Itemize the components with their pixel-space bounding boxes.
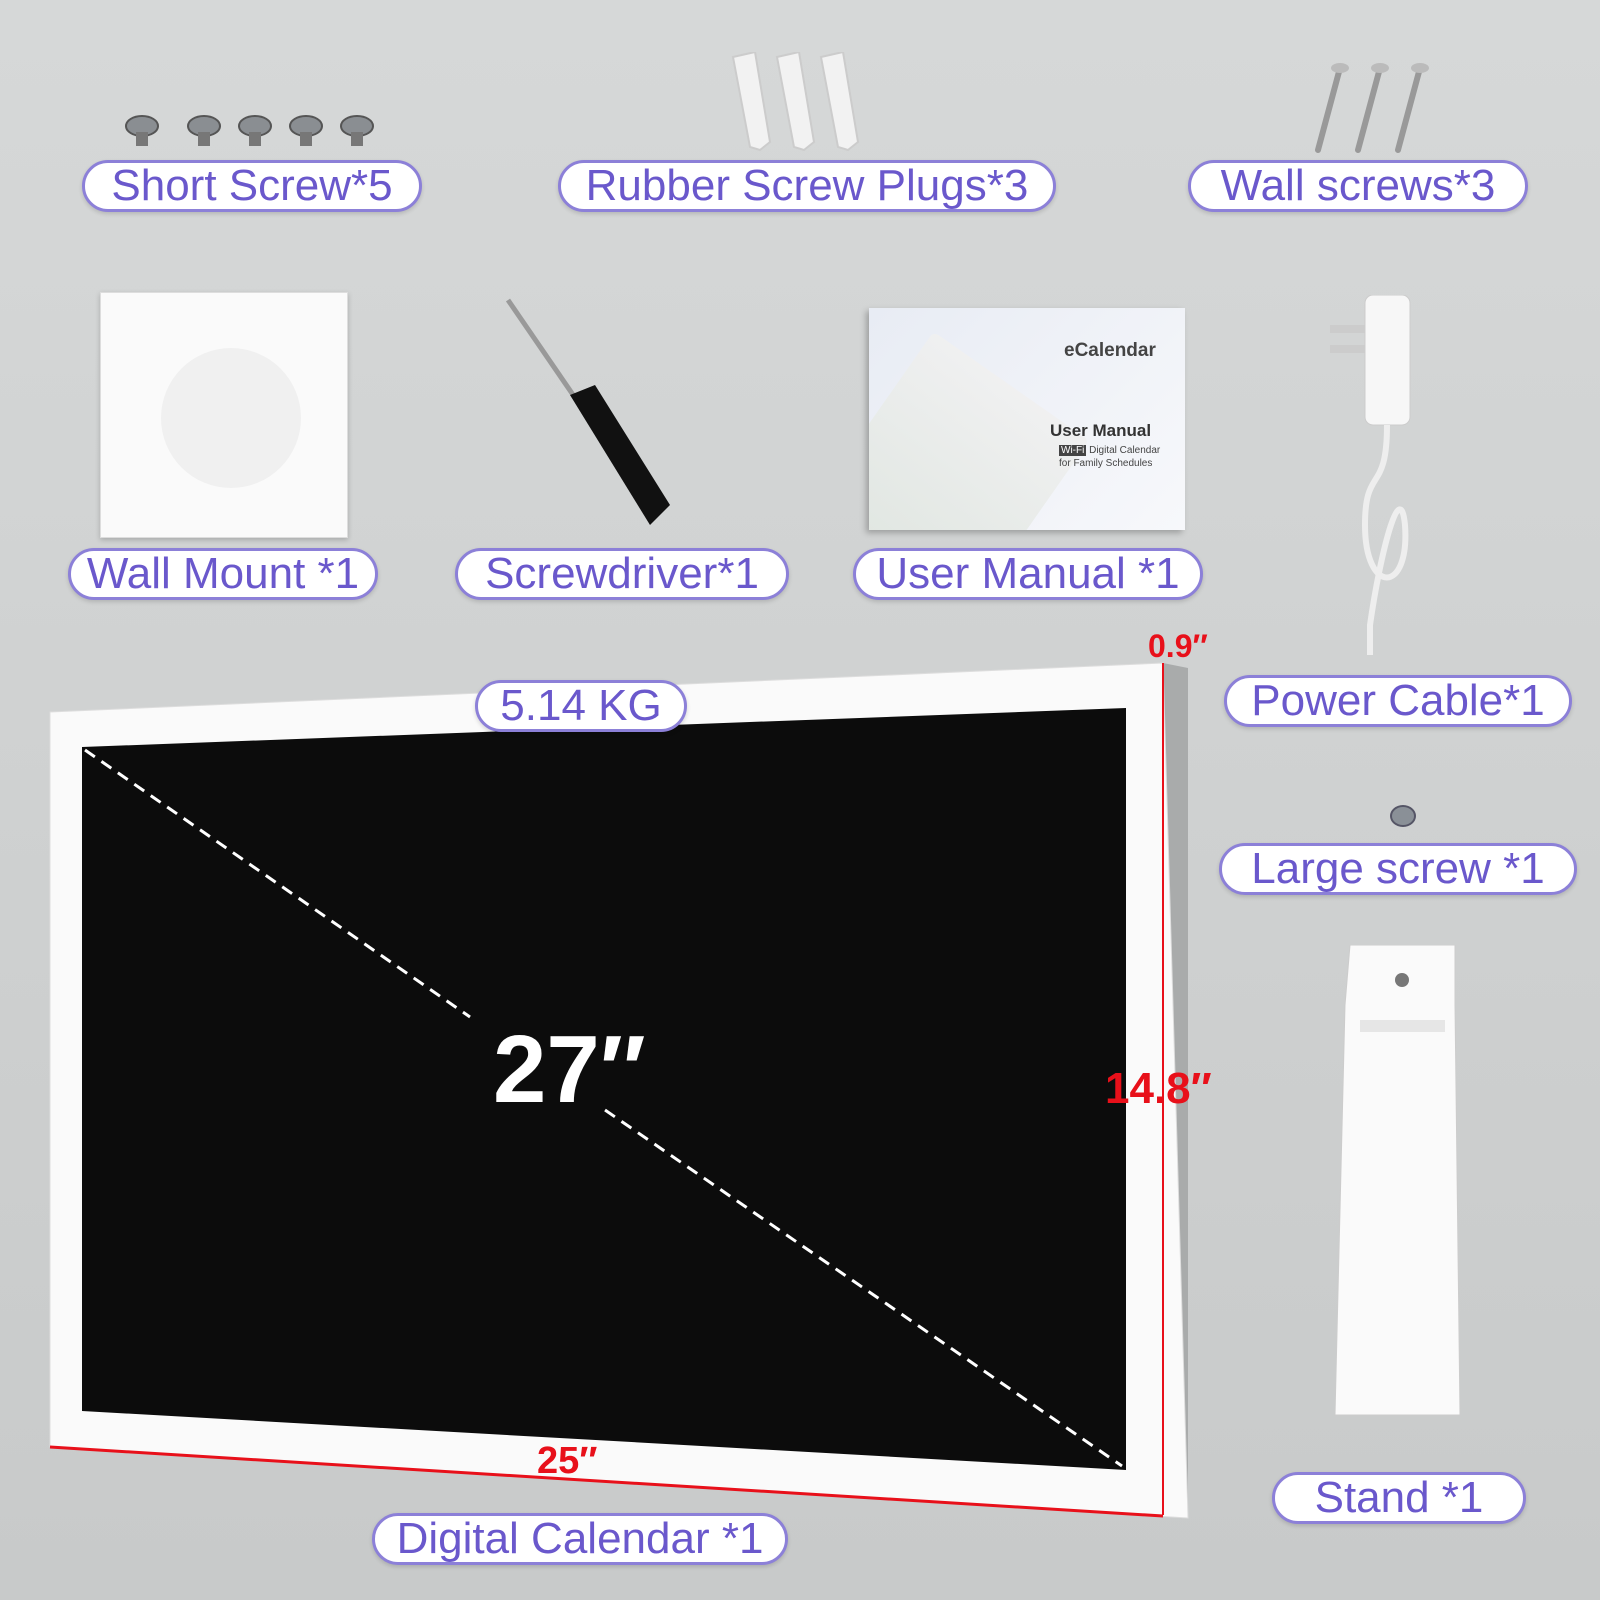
stand-image xyxy=(1330,944,1470,1445)
power-cable-label: Power Cable*1 xyxy=(1224,675,1572,727)
wall-screws-image xyxy=(1310,60,1440,155)
manual-title: User Manual xyxy=(1050,421,1152,440)
short-screws-image xyxy=(120,112,380,148)
rubber-plugs-label: Rubber Screw Plugs*3 xyxy=(558,160,1056,212)
user-manual-image: eCalendar User Manual Wi-Fi Digital Cale… xyxy=(869,308,1185,530)
manual-subtitle-2: for Family Schedules xyxy=(1059,458,1153,469)
manual-subtitle-1: Digital Calendar xyxy=(1089,445,1161,456)
weight-label: 5.14 KG xyxy=(475,680,687,732)
depth-dimension: 0.9″ xyxy=(1148,628,1208,664)
diagonal-size: 27″ xyxy=(493,1016,646,1123)
short-screw-label: Short Screw*5 xyxy=(82,160,422,212)
width-dimension: 25″ xyxy=(537,1440,598,1482)
large-screw-image xyxy=(1390,805,1416,827)
height-dimension: 14.8″ xyxy=(1105,1064,1212,1113)
large-screw-label: Large screw *1 xyxy=(1219,843,1577,895)
manual-subtitle: Wi-Fi Digital Calendar for Family Schedu… xyxy=(1059,444,1160,470)
power-cable-image xyxy=(1325,294,1445,665)
wifi-badge: Wi-Fi xyxy=(1059,445,1087,456)
manual-brand: eCalendar xyxy=(1064,340,1156,361)
user-manual-label: User Manual *1 xyxy=(853,548,1203,600)
rubber-plugs-image xyxy=(725,50,875,152)
screwdriver-label: Screwdriver*1 xyxy=(455,548,789,600)
wall-mount-label: Wall Mount *1 xyxy=(68,548,378,600)
wall-screws-label: Wall screws*3 xyxy=(1188,160,1528,212)
wall-mount-image xyxy=(100,292,348,538)
screwdriver-image xyxy=(500,295,680,530)
stand-label: Stand *1 xyxy=(1272,1472,1526,1524)
digital-calendar-label: Digital Calendar *1 xyxy=(372,1513,788,1565)
